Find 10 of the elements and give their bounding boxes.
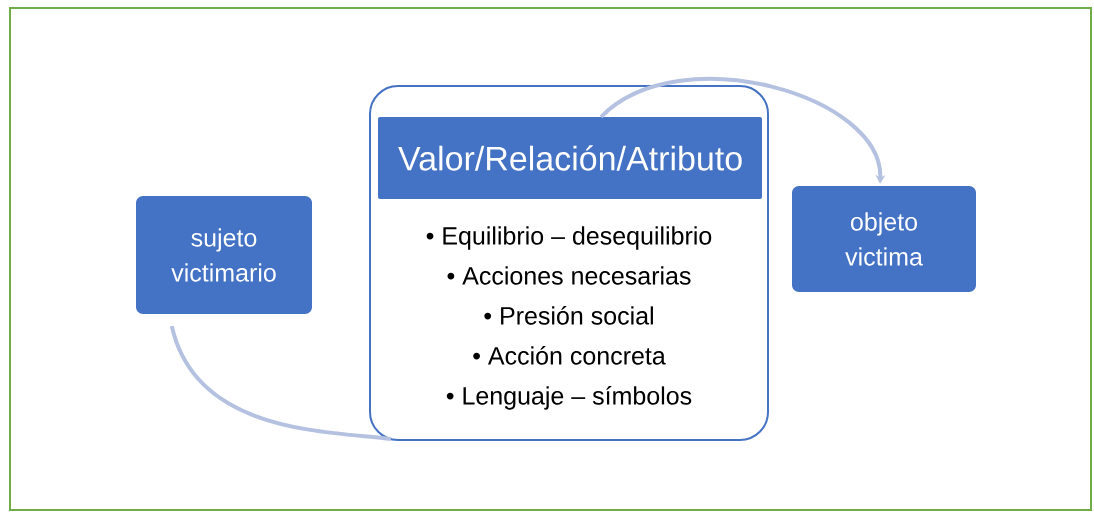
node-label: • Acción concreta xyxy=(473,346,666,365)
header-box: Valor/Relación/Atributo xyxy=(378,117,762,199)
rounded-box xyxy=(369,85,769,441)
node-label: • Lenguaje – símbolos xyxy=(446,386,692,410)
bullet-list: • Equilibrio – desequilibrio • Acciones necesarias • Presión social • Acción concreta • Lenguaje – símbolos xyxy=(426,226,712,410)
node-label: • Acciones necesarias xyxy=(447,266,691,285)
process-box: sujeto victimario xyxy=(136,196,312,314)
process-box: objeto victima xyxy=(792,186,976,292)
node-label: • Equilibrio – desequilibrio xyxy=(426,226,712,250)
node-label: • Presión social xyxy=(484,306,653,325)
